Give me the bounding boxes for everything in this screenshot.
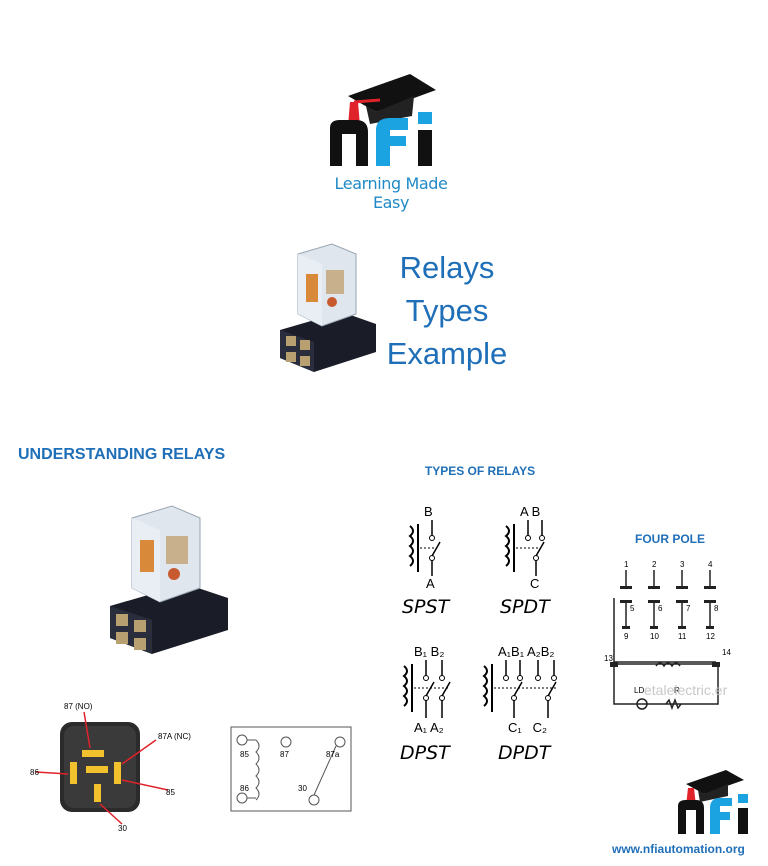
relay-photo-middle xyxy=(110,505,228,654)
symbol-spst: B A SPST xyxy=(396,504,466,622)
logo-letters-icon xyxy=(330,112,432,166)
logo-letters-icon xyxy=(678,794,748,834)
watermark: etalelectric.er xyxy=(644,682,728,698)
dpst-top-label: B₁ B₂ xyxy=(414,644,445,659)
relay-schematic: 85 86 87 87a 30 xyxy=(230,726,352,812)
top-logo: Learning Made Easy xyxy=(316,66,466,212)
schematic-icon xyxy=(230,726,352,812)
dpdt-label: DPDT xyxy=(498,742,551,764)
fp-mid-8: 8 xyxy=(714,604,719,613)
four-pole-contacts-icon xyxy=(610,570,720,711)
dpst-bottom-label: A₁ A₂ xyxy=(414,720,444,735)
fp-resistor-label: R xyxy=(674,686,680,695)
schem-label-86: 86 xyxy=(240,784,249,793)
schem-label-87: 87 xyxy=(280,750,289,759)
title-line-3: Example xyxy=(386,336,508,371)
symbol-dpst: B₁ B₂ A₁ A₂ DPST xyxy=(396,644,466,768)
dpdt-bottom-label: C₁ C₂ xyxy=(508,720,548,735)
title-line-1: Relays xyxy=(399,250,495,285)
fp-bottom-11: 11 xyxy=(678,632,687,641)
spdt-top-label: A B xyxy=(520,504,541,519)
spst-bottom-label: A xyxy=(426,576,435,591)
fp-mid-7: 7 xyxy=(686,604,691,613)
schem-label-30: 30 xyxy=(298,784,307,793)
fp-bottom-9: 9 xyxy=(624,632,629,641)
spdt-label: SPDT xyxy=(500,596,550,618)
spdt-symbol-icon xyxy=(504,520,545,576)
fp-mid-5: 5 xyxy=(630,604,635,613)
pin-label-87-no: 87 (NO) xyxy=(64,702,93,711)
pin-label-30: 30 xyxy=(118,824,127,833)
schem-label-85: 85 xyxy=(240,750,249,759)
fp-bottom-12: 12 xyxy=(706,632,715,641)
fp-top-1: 1 xyxy=(624,560,629,569)
dpdt-symbol-icon xyxy=(482,660,558,718)
fp-coil-14: 14 xyxy=(722,648,731,657)
spdt-bottom-label: C xyxy=(530,576,540,591)
relay-pinout-icon xyxy=(35,711,169,825)
title-block: Relays Types Example xyxy=(380,246,514,375)
four-pole-diagram: 1 2 3 4 5 6 7 8 9 10 11 12 13 14 LD R et… xyxy=(604,558,734,716)
spst-symbol-icon xyxy=(408,520,441,576)
footer-url[interactable]: www.nfiautomation.org xyxy=(612,842,745,856)
graduation-cap-icon xyxy=(686,770,744,806)
symbol-dpdt: A₁B₁ A₂B₂ C₁ C₂ DPDT xyxy=(478,644,574,768)
pin-diagram: 87 (NO) 87A (NC) 86 85 30 xyxy=(26,700,226,840)
fp-top-4: 4 xyxy=(708,560,713,569)
spst-label: SPST xyxy=(402,596,450,618)
understanding-heading: UNDERSTANDING RELAYS xyxy=(18,446,226,463)
tagline: Learning Made Easy xyxy=(334,174,448,212)
fp-bottom-10: 10 xyxy=(650,632,659,641)
schem-label-87a: 87a xyxy=(326,750,340,759)
dpst-label: DPST xyxy=(400,742,450,764)
footer-logo xyxy=(668,766,758,838)
spst-top-label: B xyxy=(424,504,433,519)
types-heading: TYPES OF RELAYS xyxy=(424,464,536,478)
fp-led-label: LD xyxy=(634,686,645,695)
fp-coil-13: 13 xyxy=(604,654,613,663)
fp-top-2: 2 xyxy=(652,560,657,569)
dpdt-top-label: A₁B₁ A₂B₂ xyxy=(498,644,555,659)
relay-photo-top xyxy=(280,243,376,372)
title-line-2: Types xyxy=(405,293,489,328)
four-pole-heading: FOUR POLE xyxy=(634,532,705,546)
pin-label-86: 86 xyxy=(30,768,39,777)
symbol-spdt: A B C SPDT xyxy=(494,504,564,622)
fp-mid-6: 6 xyxy=(658,604,663,613)
pin-label-87a-nc: 87A (NC) xyxy=(158,732,191,741)
fp-top-3: 3 xyxy=(680,560,685,569)
pin-label-85: 85 xyxy=(166,788,175,797)
dpst-symbol-icon xyxy=(402,660,451,718)
